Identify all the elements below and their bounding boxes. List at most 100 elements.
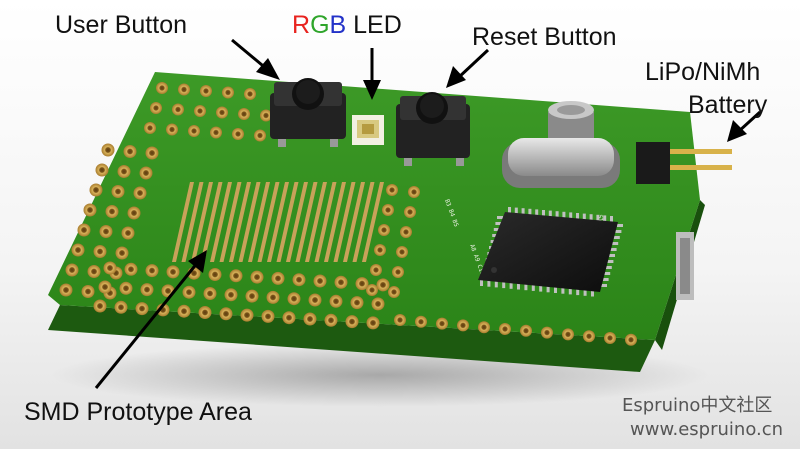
chip-pin <box>589 214 593 221</box>
pcb-pad <box>98 280 112 294</box>
chip-pin <box>613 236 620 239</box>
watermark-title: Espruino中文社区 <box>622 395 773 416</box>
pcb-pad <box>229 269 243 283</box>
pcb-pad <box>81 285 95 298</box>
chip-pin <box>561 287 565 294</box>
chip-pin <box>480 280 483 286</box>
pcb-pad <box>376 278 390 292</box>
pcb-pad <box>210 126 222 139</box>
smd-strip <box>191 182 213 262</box>
rgb-led-label: RGB LED <box>292 13 402 38</box>
annotation-arrows <box>94 38 762 389</box>
pcb-pad <box>203 287 217 300</box>
smd-strip <box>200 182 223 262</box>
chip-pin <box>509 282 513 289</box>
pcb-pad <box>177 304 191 318</box>
pcb-pad <box>145 264 159 278</box>
smd-strip <box>333 182 356 262</box>
pcb-pad <box>366 284 378 296</box>
pcb-pad <box>115 246 129 260</box>
user-button-label: User Button <box>55 11 188 39</box>
chip-pin <box>542 210 545 216</box>
pcb-pad <box>366 316 380 330</box>
chip-pin <box>617 224 623 227</box>
chip-pin <box>521 208 525 215</box>
pcb-pad <box>216 106 228 119</box>
pcb-pad <box>324 313 338 327</box>
smd-strip <box>248 182 270 262</box>
pcb-pad <box>156 82 168 94</box>
pcb-pad <box>245 289 259 303</box>
pcb-pad <box>378 224 390 236</box>
chip-pin <box>493 228 500 231</box>
pcb-pad <box>119 281 133 295</box>
pcb-pad <box>392 266 404 278</box>
pcb-pad <box>271 271 285 285</box>
pcb-pad <box>156 303 170 317</box>
chip-pin <box>531 284 535 291</box>
microcontroller-chip <box>478 207 623 297</box>
chip-pin <box>548 210 552 217</box>
pcb-pad <box>334 275 348 289</box>
pcb-pad <box>562 328 574 341</box>
pcb-pad <box>604 332 616 344</box>
pcb-pad <box>135 302 149 316</box>
pcb-pad <box>93 245 107 258</box>
smd-strip <box>286 182 308 262</box>
smd-strip <box>229 182 251 262</box>
pcb-pad <box>408 186 420 198</box>
smd-strip <box>276 182 299 262</box>
pcb-pad <box>520 324 532 337</box>
pcb-pad <box>436 317 448 330</box>
pcb-pad <box>105 205 119 218</box>
smd-area-label: SMD Prototype Area <box>24 398 252 426</box>
pcb-pad <box>266 290 280 304</box>
smd-strip <box>219 182 242 262</box>
pcb-pad <box>188 125 200 137</box>
smd-strip <box>362 182 384 262</box>
pcb-pad <box>232 128 244 140</box>
chip-pin <box>517 283 520 290</box>
smd-strip <box>314 182 337 262</box>
pcb-pad <box>244 88 256 100</box>
pcb-edge <box>48 305 655 372</box>
pcb-pad <box>144 122 156 134</box>
chip-pin <box>615 230 622 233</box>
rgb-letter-r: R <box>292 11 311 39</box>
rgb-led <box>352 115 384 145</box>
pcb-pad <box>371 297 385 311</box>
chip-pin <box>524 284 528 291</box>
smd-strip <box>181 182 204 262</box>
pcb-pad <box>394 314 406 326</box>
reset-button <box>396 92 470 166</box>
pcb-pad <box>117 165 131 178</box>
chip-pin <box>583 289 587 296</box>
chip-pin <box>605 266 612 269</box>
pcb-pad <box>103 261 117 275</box>
pcb-pad <box>140 283 154 297</box>
usb-connector <box>676 232 694 300</box>
pcb-pad <box>260 109 272 122</box>
pcb-pad <box>386 184 398 196</box>
pcb-pad <box>111 185 125 198</box>
chip-pin <box>591 290 594 297</box>
pcb-pad <box>178 83 190 96</box>
chip-pin <box>609 254 615 257</box>
chip-pin <box>514 207 518 214</box>
smd-strip <box>210 182 232 262</box>
chip-pin <box>601 284 607 287</box>
smd-strip <box>172 182 194 262</box>
reset-button-label: Reset Button <box>472 23 617 51</box>
pcb-pad <box>240 308 254 322</box>
pcb-pad <box>370 264 382 276</box>
watermark-url: www.espruino.cn <box>630 419 784 440</box>
pcb-pad <box>200 85 212 97</box>
pcb-pad <box>194 105 206 117</box>
chip-pin <box>610 216 613 222</box>
chip-pin <box>576 289 580 296</box>
chip-pin <box>546 286 550 293</box>
pcb-pad <box>198 306 212 319</box>
smd-strip <box>343 182 365 262</box>
pcb-pad <box>329 294 343 308</box>
